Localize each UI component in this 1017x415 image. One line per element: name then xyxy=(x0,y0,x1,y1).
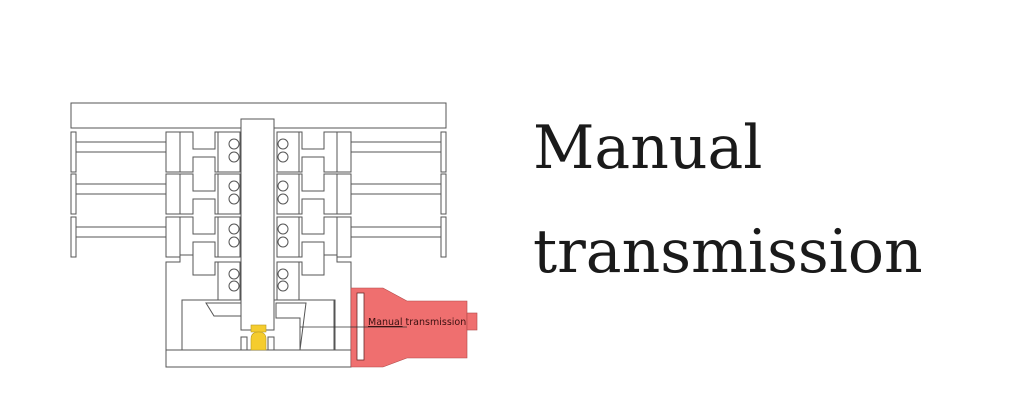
bearing-box xyxy=(217,131,241,173)
shaft-support xyxy=(267,336,275,351)
end-plate xyxy=(70,173,77,215)
synchro-block xyxy=(179,216,219,258)
pilot-bearing-cap xyxy=(250,324,267,333)
label-underlined: Manual xyxy=(368,317,403,328)
title-line-1: Manual xyxy=(533,113,763,183)
main-shaft xyxy=(240,118,275,331)
pilot-bearing xyxy=(250,331,267,351)
bearing-ball xyxy=(228,280,240,292)
bearing-ball xyxy=(228,268,240,280)
clutch-housing xyxy=(350,287,468,368)
bearing-ball xyxy=(228,236,240,248)
bearing-ball xyxy=(228,138,240,150)
shaft-support xyxy=(240,336,248,351)
gear-wedge-right xyxy=(275,302,307,351)
label-rest: transmission xyxy=(403,317,467,328)
output-knob xyxy=(466,312,478,331)
bearing-box xyxy=(217,216,241,258)
bearing-ball xyxy=(228,180,240,192)
transmission-diagram: Manual transmission xyxy=(70,102,478,368)
synchro-block xyxy=(179,131,219,173)
bearing-box xyxy=(217,173,241,215)
synchro-block xyxy=(179,173,219,215)
bearing-ball xyxy=(228,151,240,163)
title-line-2: transmission xyxy=(533,217,923,287)
diagram-label: Manual transmission xyxy=(368,317,466,328)
bearing-ball xyxy=(228,193,240,205)
bearing-ball xyxy=(228,223,240,235)
bearing-box xyxy=(217,261,241,301)
end-plate xyxy=(70,216,77,258)
end-plate xyxy=(70,131,77,173)
clutch-plate-slot xyxy=(356,292,365,361)
bottom-plate xyxy=(165,349,352,368)
